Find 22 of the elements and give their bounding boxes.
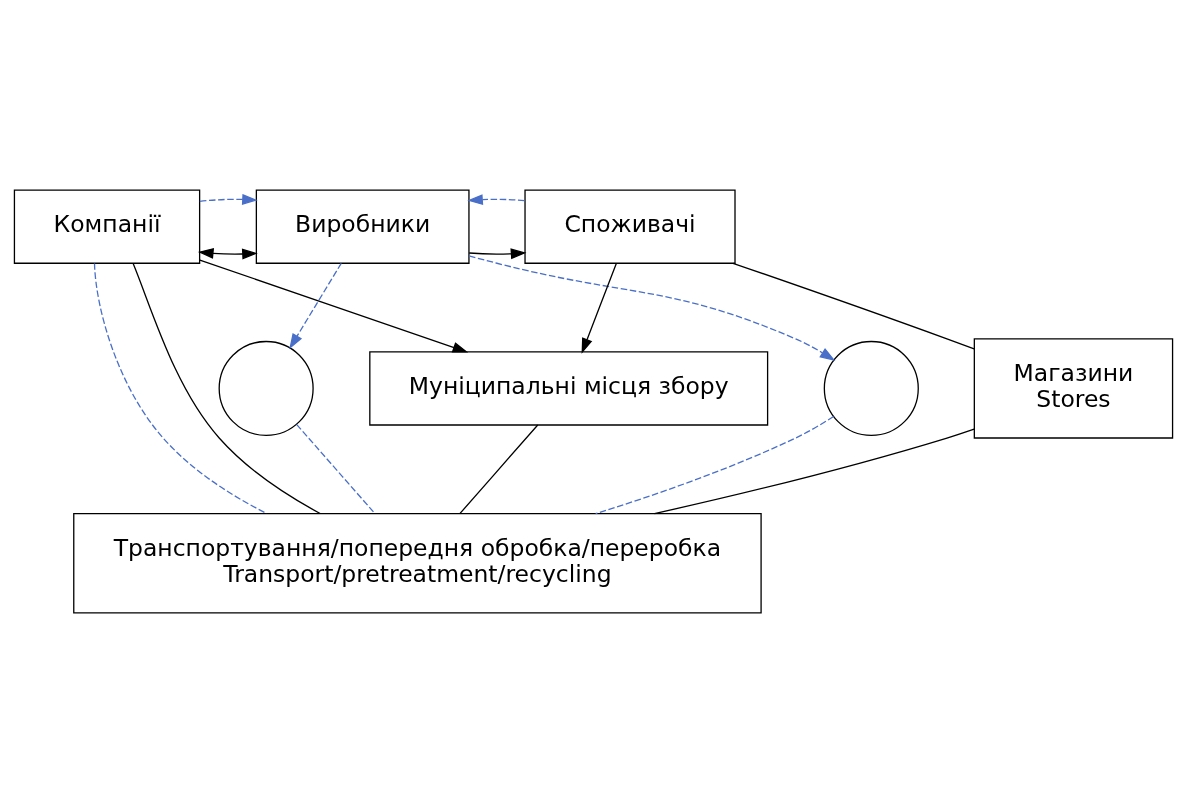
node-box: Транспортування/попередня обробка/переробка Transport/pretreatment/recycling (73, 513, 762, 614)
arrow (199, 193, 258, 205)
connector (296, 423, 376, 515)
arrow (468, 248, 527, 260)
arrow (468, 255, 836, 361)
node-circle (218, 340, 314, 437)
connector (459, 424, 539, 515)
arrow (289, 262, 342, 350)
arrow (199, 259, 469, 353)
arrow (467, 194, 526, 206)
node-box: Компанії (13, 189, 201, 264)
connector (132, 262, 321, 515)
node-box: Споживачі (524, 189, 736, 264)
connector (595, 415, 835, 515)
node-box: Муніципальні місця збору (369, 351, 769, 426)
connector (732, 262, 975, 350)
node-circle (823, 340, 919, 437)
arrow (581, 262, 618, 354)
node-box: Виробники (255, 189, 470, 264)
node-box: Магазини Stores (973, 338, 1174, 439)
connector (653, 428, 975, 515)
arrow (197, 247, 258, 260)
